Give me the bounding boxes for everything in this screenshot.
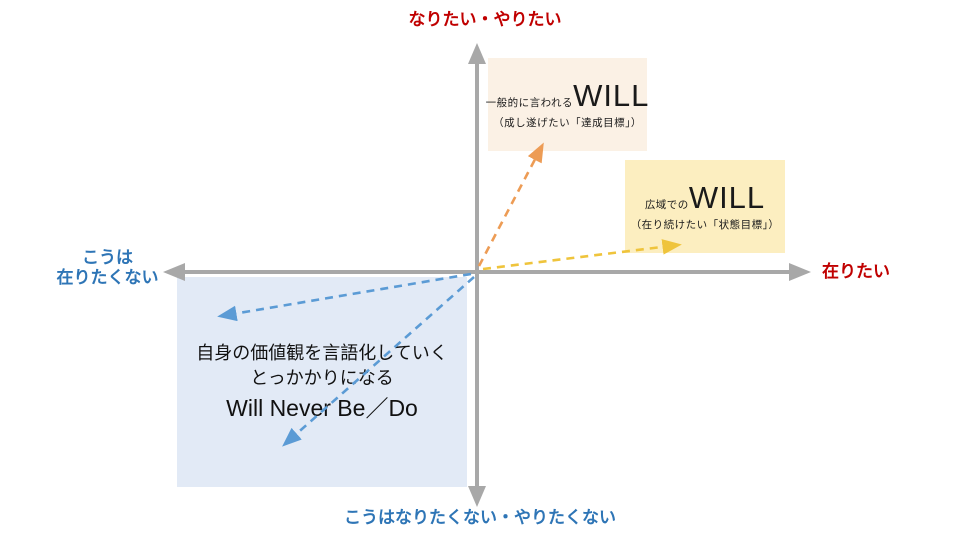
will-never-line3: Will Never Be／Do bbox=[226, 395, 418, 421]
axis-label-left: こうは 在りたくない bbox=[35, 248, 180, 288]
vertical-axis-top-arrowhead bbox=[468, 43, 486, 64]
dashed-arrow-to-general-will bbox=[477, 142, 544, 267]
will-never-line1: 自身の価値観を言語化していく bbox=[196, 343, 448, 363]
axis-label-left-line1: こうは bbox=[82, 248, 133, 267]
vertical-axis-bottom-arrowhead bbox=[468, 486, 486, 507]
will-never-box: 自身の価値観を言語化していく とっかかりになる Will Never Be／Do bbox=[177, 277, 467, 487]
axis-label-right: 在りたい bbox=[822, 262, 890, 281]
will-never-line2: とっかかりになる bbox=[250, 368, 394, 388]
horizontal-axis-right-arrowhead bbox=[789, 263, 811, 281]
general-will-subtitle: （成し遂げたい「達成目標」） bbox=[493, 116, 642, 129]
broad-will-subtitle: （在り続けたい「状態目標」） bbox=[630, 218, 780, 231]
axis-label-left-line2: 在りたくない bbox=[56, 268, 159, 287]
axis-label-bottom: こうはなりたくない・やりたくない bbox=[344, 508, 616, 527]
broad-will-title: WILL bbox=[688, 179, 766, 215]
general-will-prefix: 一般的に言われる bbox=[485, 96, 574, 109]
broad-will-prefix: 広域での bbox=[644, 198, 689, 211]
axis-label-top: なりたい・やりたい bbox=[408, 10, 562, 29]
general-will-title: WILL bbox=[573, 77, 650, 113]
